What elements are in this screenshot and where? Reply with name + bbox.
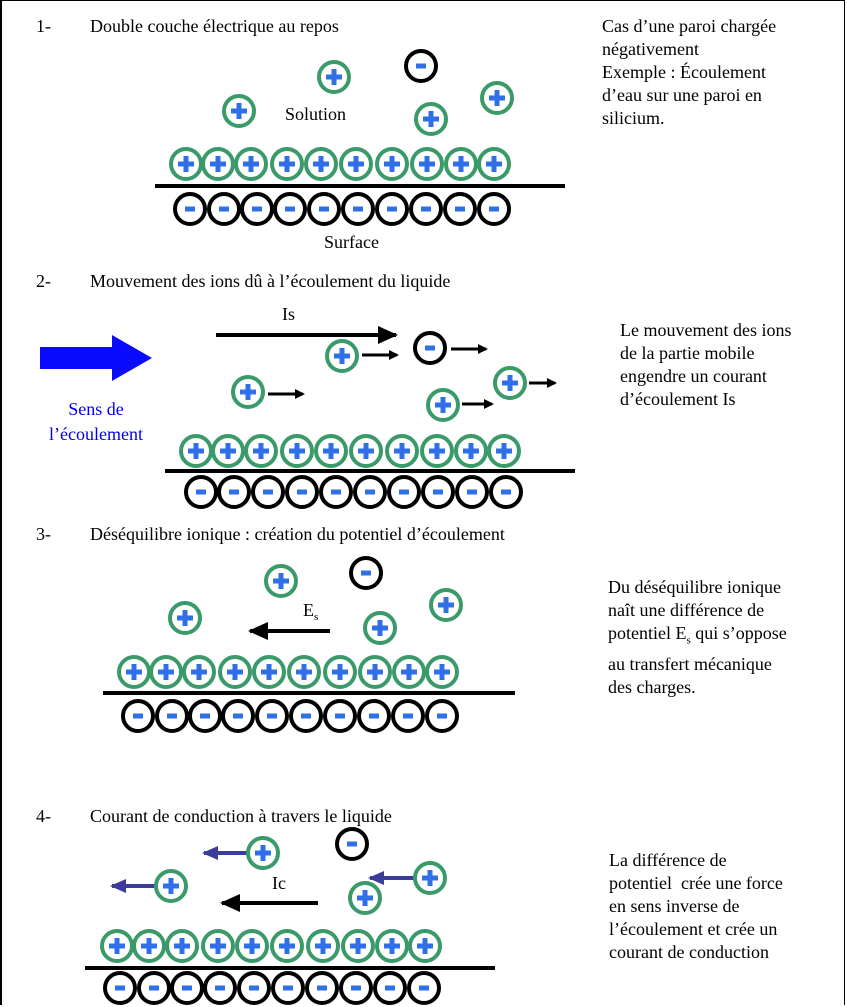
description-line: engendre un courant: [620, 366, 767, 386]
positive-ion: [414, 102, 448, 136]
streaming-potential-label: Es: [303, 600, 318, 623]
positive-ion: [480, 81, 514, 115]
mobile-positive-layer: [179, 434, 521, 468]
panel-1-double-layer: [155, 147, 565, 226]
positive-ion: [493, 366, 527, 400]
positive-ion: [246, 836, 280, 870]
negative-ion: [349, 556, 383, 590]
panel-3-description: Du déséquilibre ionique naît une différe…: [608, 576, 787, 699]
flow-label-line-2: l’écoulement: [49, 424, 143, 444]
panel-2: 2- Mouvement des ions dû à l’écoulement …: [36, 271, 575, 509]
description-line: en sens inverse de: [609, 896, 740, 916]
fixed-negative-layer: [173, 192, 511, 226]
description-line: des charges.: [608, 676, 696, 697]
flow-label-line-1: Sens de: [68, 399, 124, 419]
description-line: au transfert mécanique: [608, 653, 772, 674]
positive-ion: [429, 588, 463, 622]
panel-4-moving-ions: [110, 827, 447, 915]
positive-ion: [154, 869, 188, 903]
negative-ion: [335, 827, 369, 861]
panel-4-description: La différence de potentiel crée une forc…: [609, 849, 783, 964]
negative-ion: [413, 331, 447, 365]
positive-ion: [317, 60, 351, 94]
description-line: d’eau sur une paroi en: [602, 85, 762, 105]
streaming-current-label: Is: [282, 304, 295, 324]
description-line: Le mouvement des ions: [620, 320, 792, 340]
positive-ion: [363, 611, 397, 645]
panel-2-moving-ions: [231, 331, 557, 422]
description-line: potentiel crée une force: [609, 873, 783, 893]
surface-label: Surface: [324, 232, 379, 252]
mobile-positive-layer: [117, 655, 459, 689]
panel-2-description: Le mouvement des ions de la partie mobil…: [620, 319, 791, 411]
description-line: Cas d’une paroi chargée: [602, 16, 777, 36]
solution-label: Solution: [285, 104, 346, 124]
panel-4: 4- Courant de conduction à travers le li…: [36, 806, 495, 1005]
description-line: potentiel Es qui s’oppose: [608, 623, 787, 647]
panel-4-number: 4-: [36, 806, 51, 826]
description-line: Du déséquilibre ionique: [608, 577, 781, 597]
fixed-negative-layer: [103, 971, 441, 1005]
description-line: La différence de: [609, 850, 727, 870]
fixed-negative-layer: [121, 699, 459, 733]
panel-2-number: 2-: [36, 271, 51, 291]
negative-ion: [404, 49, 438, 83]
panel-1-number: 1-: [36, 16, 51, 36]
description-line: silicium.: [602, 108, 665, 128]
positive-ion: [325, 339, 359, 373]
description-line: d’écoulement Is: [620, 389, 736, 409]
panel-3-title: Déséquilibre ionique : création du poten…: [90, 524, 505, 544]
positive-ion: [222, 94, 256, 128]
mobile-positive-layer: [169, 147, 511, 181]
positive-ion: [231, 375, 265, 409]
panel-1-title: Double couche électrique au repos: [90, 16, 339, 36]
panel-2-double-layer: [165, 434, 575, 509]
panel-1-description: Cas d’une paroi chargée négativement Exe…: [602, 15, 776, 130]
positive-ion: [348, 881, 382, 915]
panel-2-title: Mouvement des ions dû à l’écoulement du …: [90, 271, 450, 291]
panel-4-title: Courant de conduction à travers le liqui…: [90, 806, 392, 826]
description-line: Exemple : Écoulement: [602, 62, 766, 82]
positive-ion: [426, 388, 460, 422]
description-line: de la partie mobile: [620, 343, 755, 363]
positive-ion: [413, 861, 447, 895]
description-line: naît une différence de: [608, 600, 765, 620]
description-line: négativement: [602, 39, 699, 59]
panel-1: 1- Double couche électrique au repos Sol…: [36, 16, 565, 252]
panel-1-free-ions: [222, 49, 514, 136]
panel-3-number: 3-: [36, 524, 51, 544]
fixed-negative-layer: [184, 475, 523, 509]
description-line: l’écoulement et crée un: [609, 919, 778, 939]
panel-4-double-layer: [85, 929, 495, 1005]
mobile-positive-layer: [100, 929, 442, 963]
panel-3: 3- Déséquilibre ionique : création du po…: [36, 524, 515, 733]
panel-3-double-layer: [103, 655, 515, 733]
flow-direction-arrow: [40, 335, 152, 381]
positive-ion: [168, 601, 202, 635]
description-line: courant de conduction: [609, 942, 769, 962]
positive-ion: [264, 564, 298, 598]
conduction-current-label: Ic: [272, 873, 286, 893]
